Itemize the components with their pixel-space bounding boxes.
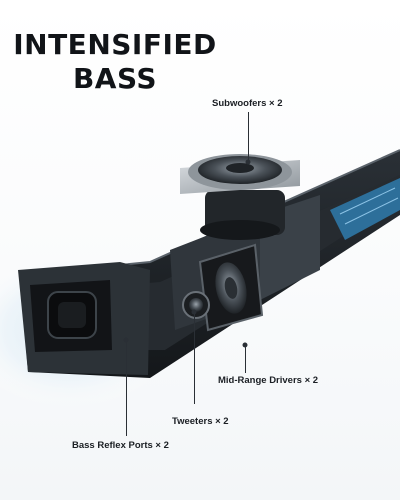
leader-line-midrange (245, 345, 246, 373)
callout-tweeters: Tweeters × 2 (172, 416, 229, 427)
end-cap (18, 262, 150, 375)
callout-subwoofers: Subwoofers × 2 (212, 98, 283, 109)
leader-line-bass-reflex (126, 340, 127, 436)
headline-line-2: BASS (72, 62, 158, 95)
callout-midrange: Mid-Range Drivers × 2 (218, 375, 319, 386)
leader-line-tweeters (194, 312, 195, 404)
midrange-driver (198, 243, 264, 332)
headline-line-1: INTENSIFIED (13, 28, 217, 61)
subwoofer-driver (180, 154, 300, 240)
leader-line-subwoofers (248, 112, 249, 162)
headline: INTENSIFIED BASS (0, 28, 230, 96)
tweeter (182, 291, 210, 319)
callout-bass-reflex: Bass Reflex Ports × 2 (72, 440, 169, 451)
